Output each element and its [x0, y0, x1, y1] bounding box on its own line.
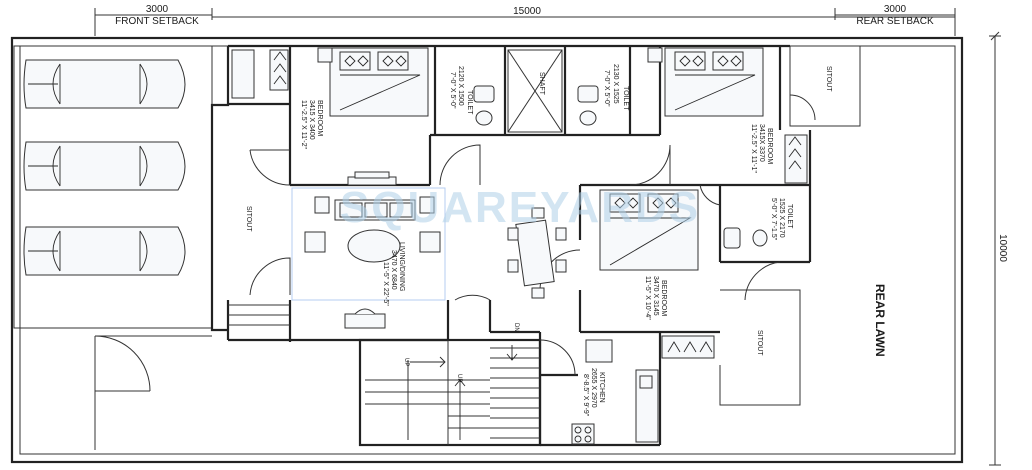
room-sitout-right-name: SITOUT	[756, 330, 763, 356]
room-bedroom1-name: BEDROOM	[316, 100, 323, 136]
wardrobe-icon	[231, 49, 289, 99]
room-toilet1-imperial: 7'-0" X 5'-0"	[449, 72, 456, 109]
wardrobe-icon	[784, 134, 808, 184]
right-dimension: 10000	[989, 31, 1008, 466]
room-toilet3-name: TOILET	[786, 204, 793, 229]
top-dimensions: 3000 FRONT SETBACK 15000 3000 REAR SETBA…	[94, 4, 956, 36]
wardrobe-icon	[661, 335, 715, 359]
rear-setback-label: REAR SETBACK	[856, 16, 934, 27]
rear-sitout-area	[719, 45, 861, 406]
room-toilet1-size: 2120 X 1500	[457, 66, 464, 106]
rear-setback-value: 3000	[884, 4, 907, 15]
room-kitchen-name: KITCHEN	[598, 372, 605, 403]
stair-down-label: DN	[513, 323, 519, 332]
stair-up-label: UP	[403, 358, 409, 366]
room-shaft-name: SHAFT	[538, 72, 545, 96]
shaft	[507, 49, 563, 133]
dining-table-icon	[507, 207, 567, 299]
desk-icon	[344, 308, 386, 329]
room-bedroom3-size: 3470 X 3145	[652, 276, 659, 316]
bed-icon	[317, 47, 429, 117]
bed-icon	[599, 189, 699, 271]
armchair-icon	[304, 231, 441, 253]
sitout-steps	[228, 304, 290, 326]
watermark: SQUAREYARDS	[340, 183, 700, 232]
room-toilet3-size: 1525 X 2170	[778, 198, 785, 238]
kitchen-fixtures	[571, 339, 659, 445]
room-bedroom2-size: 3415X 3370	[758, 124, 765, 162]
rear-lawn-label: REAR LAWN	[873, 284, 887, 357]
room-sitout-left-name: SITOUT	[245, 206, 252, 232]
room-toilet2-size: 2130 X 1525	[612, 64, 619, 104]
stair-up-label: UP	[456, 374, 462, 382]
living-area-highlight	[291, 187, 446, 301]
front-setback-label: FRONT SETBACK	[115, 16, 199, 27]
car-icon	[23, 59, 186, 109]
room-bedroom1-size: 3415 X 3400	[308, 100, 315, 140]
overall-width-value: 15000	[513, 6, 541, 17]
overall-depth-value: 10000	[997, 234, 1008, 262]
car-parking	[13, 45, 213, 329]
room-sitout-top-name: SITOUT	[825, 66, 832, 92]
room-toilet2-name: TOILET	[622, 86, 629, 111]
room-kitchen-imperial: 8'-8.5" X 9'-9"	[582, 374, 589, 417]
tv-unit-icon	[347, 171, 397, 186]
center-table-icon	[347, 229, 401, 263]
room-toilet2-imperial: 7'-0" X 5'-0"	[603, 70, 610, 107]
building-walls	[210, 44, 812, 447]
room-living-imperial: 11'-5" X 22'-5"	[382, 262, 389, 306]
room-bedroom1-imperial: 11'-2.5" X 11'-2"	[300, 100, 307, 150]
room-bedroom3-name: BEDROOM	[660, 280, 667, 316]
car-icon	[23, 226, 186, 276]
room-living-name: LIVING/DINING	[398, 242, 405, 291]
room-bedroom3-imperial: 11'-5" X 10'-4"	[644, 276, 651, 320]
room-toilet1-name: TOILET	[466, 90, 473, 115]
staircase: UP UP DN	[365, 323, 540, 445]
toilet-fixtures	[473, 85, 768, 249]
room-living-size: 3470 X 6840	[390, 250, 397, 290]
room-toilet3-imperial: 5'-0" X 7'-1.5"	[770, 198, 777, 241]
bed-icon	[647, 47, 764, 117]
room-kitchen-size: 2655 X 2970	[590, 368, 597, 408]
sofa-icon	[314, 196, 435, 221]
room-bedroom2-imperial: 11'-2.5" X 11'-1"	[750, 124, 757, 174]
entrance-gate	[94, 335, 212, 450]
front-setback-value: 3000	[146, 4, 169, 15]
room-bedroom2-name: BEDROOM	[766, 128, 773, 164]
car-icon	[23, 141, 186, 191]
